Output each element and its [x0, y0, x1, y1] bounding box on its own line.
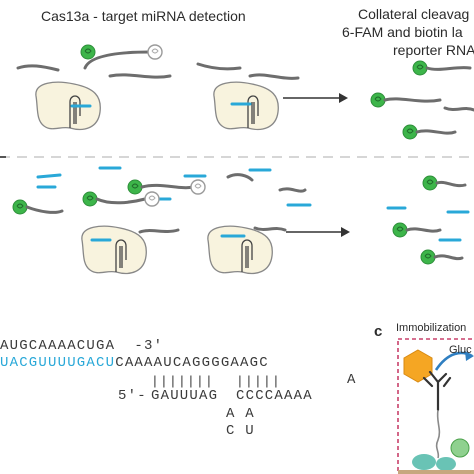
rna-strand [83, 50, 152, 70]
antibody-icon [422, 370, 452, 412]
seq-row-2: UACGUUUUGACUCAAAAUCAGGGGAAGC [0, 355, 269, 371]
fam-fluorophore-icon [402, 124, 418, 140]
fam-bead-icon [450, 438, 470, 458]
rna-strand [435, 180, 467, 188]
crrna-hairpin [115, 239, 127, 272]
reaction-arrow-top-head [339, 93, 348, 103]
rna-strand [196, 62, 242, 71]
rna-strand [383, 97, 442, 103]
fam-fluorophore-icon [80, 44, 96, 60]
rna-strand [248, 73, 300, 80]
rna-strand [278, 187, 307, 193]
biotin-glyph [194, 183, 202, 189]
biotin-label-icon [147, 44, 163, 60]
biotin-glyph [148, 195, 156, 201]
rna-strand [140, 183, 195, 190]
crrna-hairpin [247, 95, 259, 128]
biotin-label-icon [144, 191, 160, 207]
fam-glyph [86, 195, 94, 201]
fam-glyph [374, 96, 382, 102]
fam-glyph [424, 253, 432, 259]
result-title-line2: 6-FAM and biotin la [342, 24, 463, 40]
rna-strand [433, 254, 464, 261]
seq-row-1: AUGCAAAACUGA -3' [0, 338, 164, 354]
fam-glyph [84, 48, 92, 54]
fam-fluorophore-icon [392, 222, 408, 238]
fam-fluorophore-icon [370, 92, 386, 108]
streptavidin-blob [412, 454, 436, 470]
crrna-hairpin [241, 239, 253, 272]
fam-glyph [396, 226, 404, 232]
fam-fluorophore-icon [127, 179, 143, 195]
rna-strand [108, 73, 172, 79]
seq-5prime: 5'- [118, 388, 147, 404]
rna-strand [425, 66, 472, 71]
seq-row-4-right: CCCCAAAA [236, 388, 313, 404]
cas13a-protein [35, 81, 101, 131]
biotin-glyph [151, 48, 159, 54]
streptavidin-blob [436, 457, 456, 471]
seq-row-5: A A [226, 406, 255, 422]
hexagon-substrate [403, 349, 433, 383]
panel-c-title: Immobilization [396, 322, 467, 334]
fam-fluorophore-icon [412, 60, 428, 76]
rna-strand [226, 173, 254, 182]
rna-strand [25, 205, 64, 214]
panel-c-letter: c [374, 323, 383, 340]
target-mirna [36, 173, 62, 179]
seq-bars-a: ||||||| [151, 374, 215, 389]
fam-glyph [426, 179, 434, 185]
result-title-line1: Collateral cleavag [358, 6, 470, 22]
biotin-label-icon [190, 179, 206, 195]
surface-bar [398, 470, 474, 474]
fam-glyph [16, 203, 24, 209]
rna-strand [16, 64, 60, 72]
cas13a-title: Cas13a - target miRNA detection [41, 8, 246, 24]
fam-glyph [416, 64, 424, 70]
fam-fluorophore-icon [82, 191, 98, 207]
seq-bars-b: ||||| [236, 374, 282, 389]
fam-glyph [131, 183, 139, 189]
rna-strand [443, 106, 474, 112]
reaction-arrow-middle-head [341, 227, 350, 237]
fam-fluorophore-icon [420, 249, 436, 265]
gluc-label: Gluc [449, 344, 472, 356]
seq-row-6: C U [226, 423, 255, 439]
seq-row-2-mirna: UACGUUUUGACU [0, 355, 116, 371]
rna-strand [405, 227, 442, 233]
fam-fluorophore-icon [422, 175, 438, 191]
fam-glyph [406, 128, 414, 134]
seq-row-2-rest: CAAAAUCAGGGGAAGC [115, 355, 269, 371]
rna-strand [138, 228, 180, 234]
tether-strand [435, 409, 441, 459]
rna-strand [415, 129, 457, 135]
gluc-arrow-head [465, 351, 474, 361]
cas13a-protein [81, 225, 147, 275]
rna-strand [95, 197, 147, 205]
fam-fluorophore-icon [12, 199, 28, 215]
cas13a-protein [213, 81, 279, 131]
result-title-line3: reporter RNA [393, 42, 474, 58]
seq-loop-a: A [347, 372, 357, 388]
rna-strand [253, 226, 287, 232]
seq-row-4-left: GAUUUAG [151, 388, 219, 404]
cas13a-protein [207, 225, 273, 275]
